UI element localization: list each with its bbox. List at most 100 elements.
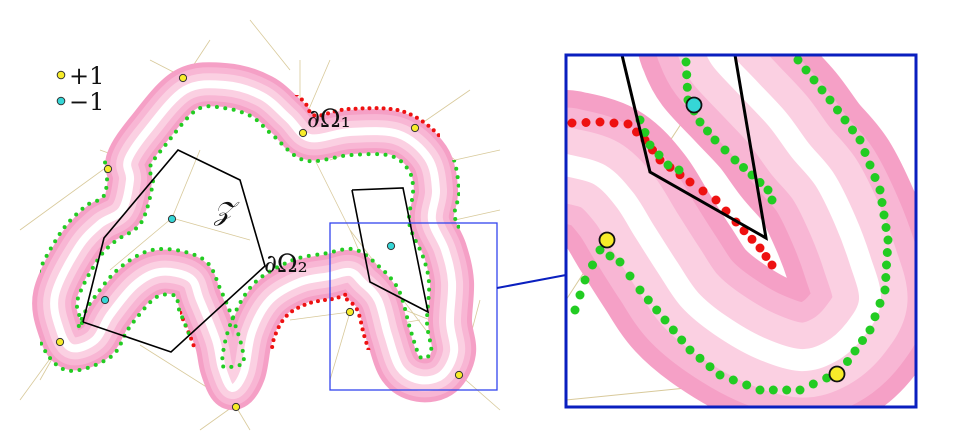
zoom-outer-dot [858,336,867,345]
label-set-z: 𝒵 [213,197,240,227]
vertex-plus-one [345,307,355,317]
label-outer-boundary: ∂Ω₁ [307,104,351,133]
zoom-inner-red-dot [595,117,605,127]
zoom-outer-dot [580,275,590,285]
zoom-inner-green-dot [682,70,692,80]
zoom-inner-red-dot [623,119,633,129]
zoom-outer-dot [809,75,819,85]
zoom-outer-dot [595,245,605,255]
zoom-inner-green-dot [681,57,691,67]
zoom-outer-dot [875,185,885,195]
zoom-outer-dot [660,315,670,325]
zoom-outer-dot [570,305,580,315]
zoom-vertex-plus-one [598,231,616,249]
legend-marker-minus [56,96,66,106]
zoom-outer-dot [870,312,880,322]
mesh-line [329,311,351,381]
zoom-outer-dot [705,362,715,372]
pink-band [32,62,477,410]
inner-boundary-dots [150,95,440,350]
polygon-z-right [351,187,430,314]
legend-marker-plus [56,70,66,80]
zoom-inner-red-dot [767,260,777,270]
zoom-outer-dot [840,115,850,125]
vertex-minus-one [167,214,177,224]
vertex-plus-one [298,128,308,138]
zoom-outer-dot [625,271,635,281]
zoom-pink-band [566,55,916,407]
vertex-plus-one [55,337,65,347]
zoom-outer-dot [880,285,890,295]
zoom-outer-dot [877,198,887,207]
zoom-outer-dot [879,210,889,220]
zoom-outer-dot [855,135,865,145]
signed-vertices [55,73,464,412]
zoom-outer-dot [728,375,738,385]
zoom-outer-dot [755,385,765,395]
zoom-outer-dot [843,357,852,366]
polygon-z-left [82,149,266,353]
zoom-inner-green-dot [703,126,712,136]
zoom-inner-green-dot [763,185,773,195]
zoom-inner-green-dot [654,150,664,160]
mesh-line [454,209,501,221]
zoom-signed-vertices [598,96,846,383]
zoom-outer-dot [588,260,597,270]
zoom-connector-line [496,274,567,289]
zoom-inner-red-dot [698,186,708,196]
zoom-outer-dot [782,385,792,395]
zoom-outer-dot [881,273,891,282]
zoom-outer-dot [793,55,803,65]
zoom-outer-dot [825,95,835,105]
zoom-outer-dot [801,65,811,75]
zoom-region-frame [329,222,498,391]
zoom-outer-dot [685,345,695,355]
zoom-outer-dot [848,125,857,135]
zoom-outer-dot [668,325,678,335]
mesh-line [459,374,501,411]
zoom-inner-green-dot [640,128,650,137]
zoom-outer-dot [677,335,687,345]
zoom-polygon-z [620,55,769,241]
zoom-inner-green-dot [710,135,720,145]
mesh-line [171,217,251,241]
zoom-outer-dot [575,290,585,300]
zoom-inner-green-dot [767,195,777,205]
zoom-outer-dot [875,298,885,308]
zoom-outer-dot [865,325,875,335]
zoom-inner-red-dot [581,118,591,127]
mesh-line [109,217,173,271]
zoom-boundary-dots [567,55,893,395]
legend-label-minus: −1 [69,88,104,116]
mesh-line [171,149,201,219]
zoom-outer-dot [615,257,625,267]
zoom-inner-green-dot [645,140,655,150]
zoom-inner-red-dot [711,195,721,205]
zoom-inner-green-dot [663,160,673,170]
zoom-inner-red-dot [685,177,695,187]
mesh-line [289,311,351,321]
zoom-inner-green-dot [720,145,730,155]
zoom-inner-red-dot [567,118,577,128]
zoom-inner-red-dot [755,243,765,253]
zoom-vertex-plus-one [828,365,846,383]
zoom-vertex-minus-one [685,96,703,114]
zoom-outer-dot [883,235,893,245]
zoom-inner-red-dot [747,234,757,244]
zoom-outer-dot [605,251,615,261]
legend: +1 −1 [56,62,104,116]
zoom-inner-green-dot [730,155,740,165]
outer-boundary-dots [74,104,434,370]
vertex-plus-one [410,123,420,133]
vertex-plus-one [178,73,188,83]
zoom-outer-dot [795,385,805,395]
zoom-inner-red-dot [761,252,771,261]
zoom-outer-dot [882,248,892,257]
zoom-outer-dot [808,379,818,389]
zoom-outer-dot [881,223,891,232]
zoom-inner-green-dot [682,82,692,92]
vertex-plus-one [454,370,464,380]
zoom-inner-green-dot [739,163,748,172]
